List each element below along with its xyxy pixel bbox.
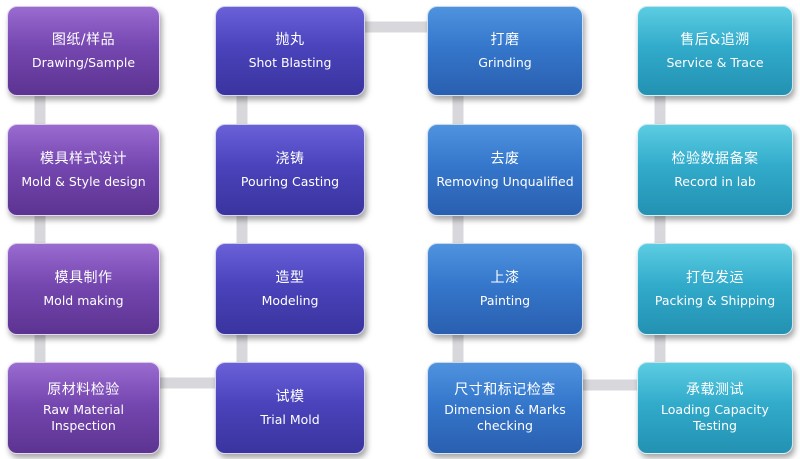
step-title-zh: 售后&追溯 [680,31,750,48]
step-title-zh: 抛丸 [275,31,305,48]
step-title-zh: 造型 [275,269,305,286]
step-title-en: Grinding [478,54,532,70]
step-title-en: Removing Unqualified [436,173,574,189]
step-title-en: Packing & Shipping [654,292,776,308]
step-title-zh: 去废 [490,150,520,167]
step-mold-making: 模具制作 Mold making [7,243,160,335]
step-pouring-casting: 浇铸 Pouring Casting [215,124,365,216]
step-loading-capacity-testing: 承载测试 Loading Capacity Testing [637,362,793,454]
step-title-zh: 模具制作 [54,269,113,286]
step-removing-unqualified: 去废 Removing Unqualified [427,124,583,216]
step-title-en: Painting [479,292,531,308]
step-title-zh: 承载测试 [686,382,744,398]
step-title-en: Service & Trace [666,54,764,70]
step-title-en: Raw Material Inspection [42,402,125,433]
step-modeling: 造型 Modeling [215,243,365,335]
step-raw-material-inspection: 原材料检验 Raw Material Inspection [7,362,160,454]
step-painting: 上漆 Painting [427,243,583,335]
step-title-en: Shot Blasting [248,54,332,70]
step-title-zh: 浇铸 [275,150,305,167]
step-title-en: Mold making [43,292,124,308]
step-title-zh: 打包发运 [686,269,744,286]
step-title-en: Modeling [261,292,319,308]
step-title-en: Drawing/Sample [31,54,136,70]
step-dimension-marks-checking: 尺寸和标记检查 Dimension & Marks checking [427,362,583,454]
step-shot-blasting: 抛丸 Shot Blasting [215,6,365,96]
step-title-zh: 检验数据备案 [671,150,759,167]
step-title-en: Mold & Style design [21,173,146,189]
step-title-zh: 原材料检验 [47,382,120,398]
step-record-in-lab: 检验数据备案 Record in lab [637,124,793,216]
step-grinding: 打磨 Grinding [427,6,583,96]
step-title-zh: 模具样式设计 [40,150,127,167]
step-trial-mold: 试模 Trial Mold [215,362,365,454]
step-title-en: Loading Capacity Testing [661,402,769,433]
step-title-zh: 上漆 [490,269,520,286]
step-title-zh: 试模 [275,388,305,405]
step-title-en: Record in lab [674,173,756,189]
step-title-zh: 图纸/样品 [51,31,116,48]
step-title-en: Trial Mold [260,411,320,427]
step-mold-style-design: 模具样式设计 Mold & Style design [7,124,160,216]
step-packing-shipping: 打包发运 Packing & Shipping [637,243,793,335]
step-title-zh: 打磨 [490,31,520,48]
step-service-trace: 售后&追溯 Service & Trace [637,6,793,96]
step-title-zh: 尺寸和标记检查 [454,382,556,398]
step-title-en: Pouring Casting [240,173,340,189]
step-drawing-sample: 图纸/样品 Drawing/Sample [7,6,160,96]
step-title-en: Dimension & Marks checking [444,402,566,433]
